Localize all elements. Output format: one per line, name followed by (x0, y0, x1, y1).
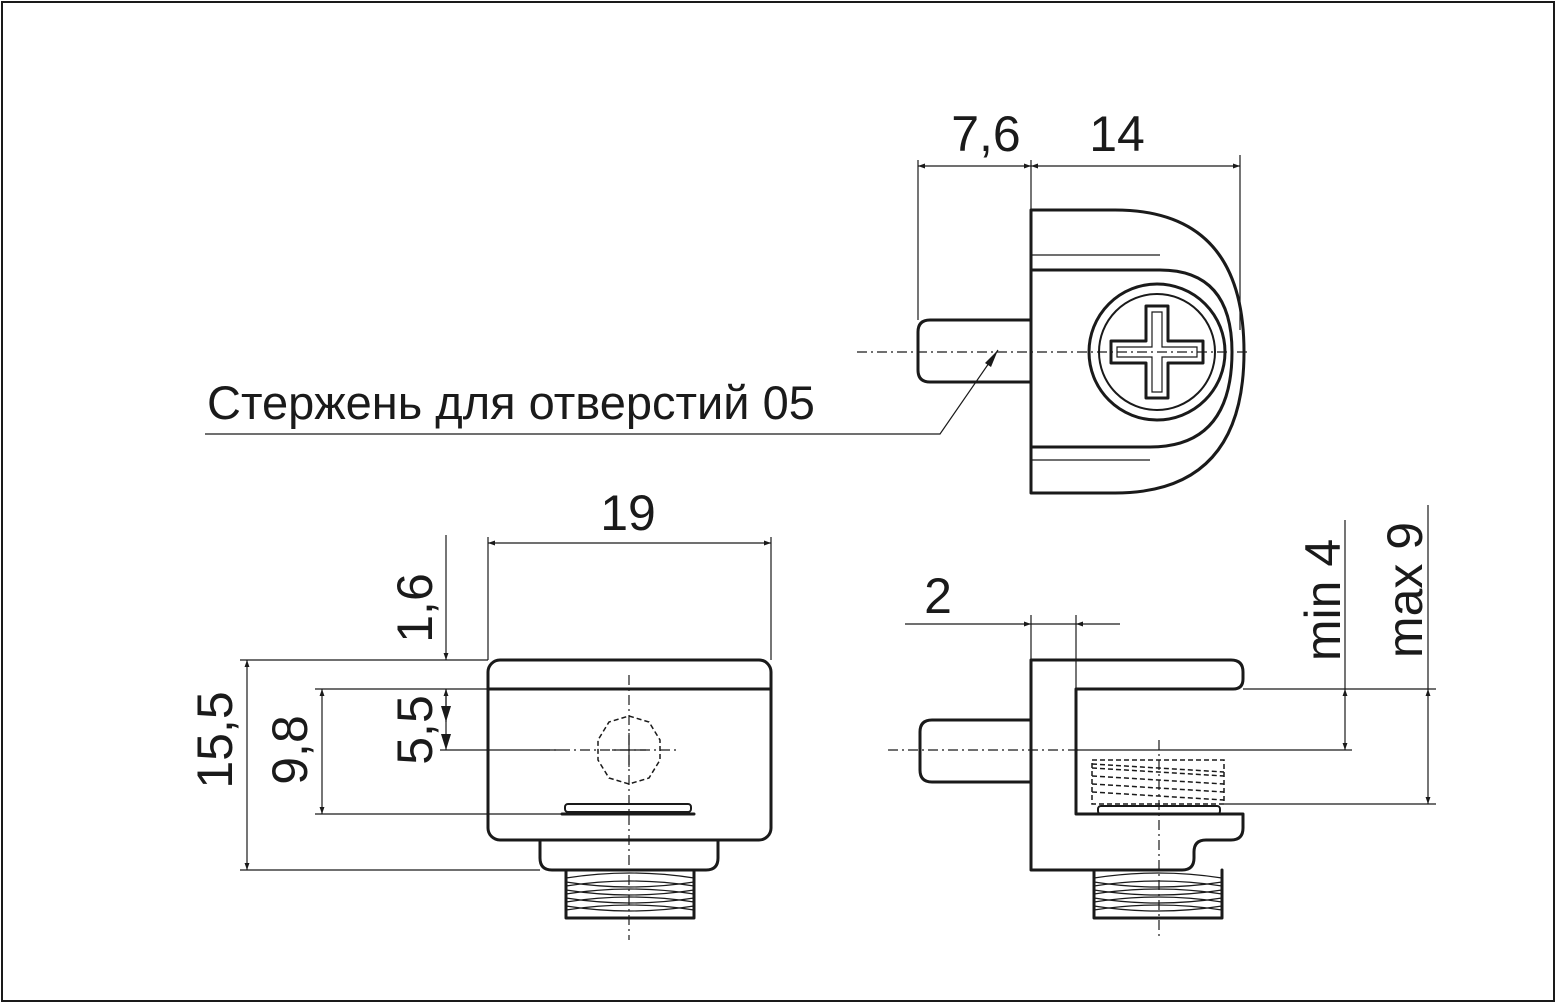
dim-rod-length: 7,6 (951, 106, 1021, 162)
front-view-plate (564, 803, 692, 813)
side-view-rod (918, 718, 1033, 784)
top-view: 7,6 14 Стержень для отверстий 05 (205, 106, 1250, 495)
side-view-thread (1092, 868, 1224, 920)
phillips-screw-icon (1087, 282, 1227, 422)
front-view-thread (564, 868, 696, 920)
note-leader (205, 349, 999, 435)
top-view-rod (916, 318, 1033, 384)
dim-body-length: 14 (1089, 106, 1145, 162)
dim-front-top-offset: 1,6 (387, 573, 443, 643)
rod-note: Стержень для отверстий 05 (207, 376, 815, 429)
dim-side-min-glass: min 4 (1295, 539, 1351, 661)
dim-front-body-height: 9,8 (262, 715, 318, 785)
side-view-body (1029, 658, 1245, 872)
dim-front-center-height: 5,5 (387, 695, 443, 765)
dim-side-gap: 2 (924, 568, 952, 624)
side-view: 2 min 4 max 9 (888, 505, 1436, 940)
dim-side-max-glass: max 9 (1377, 522, 1433, 658)
dim-front-total-height: 15,5 (187, 691, 243, 788)
front-view: 19 15,5 9,8 1,6 5,5 (187, 485, 773, 940)
dim-front-width: 19 (600, 485, 656, 541)
side-view-hidden-thread (1091, 759, 1225, 805)
